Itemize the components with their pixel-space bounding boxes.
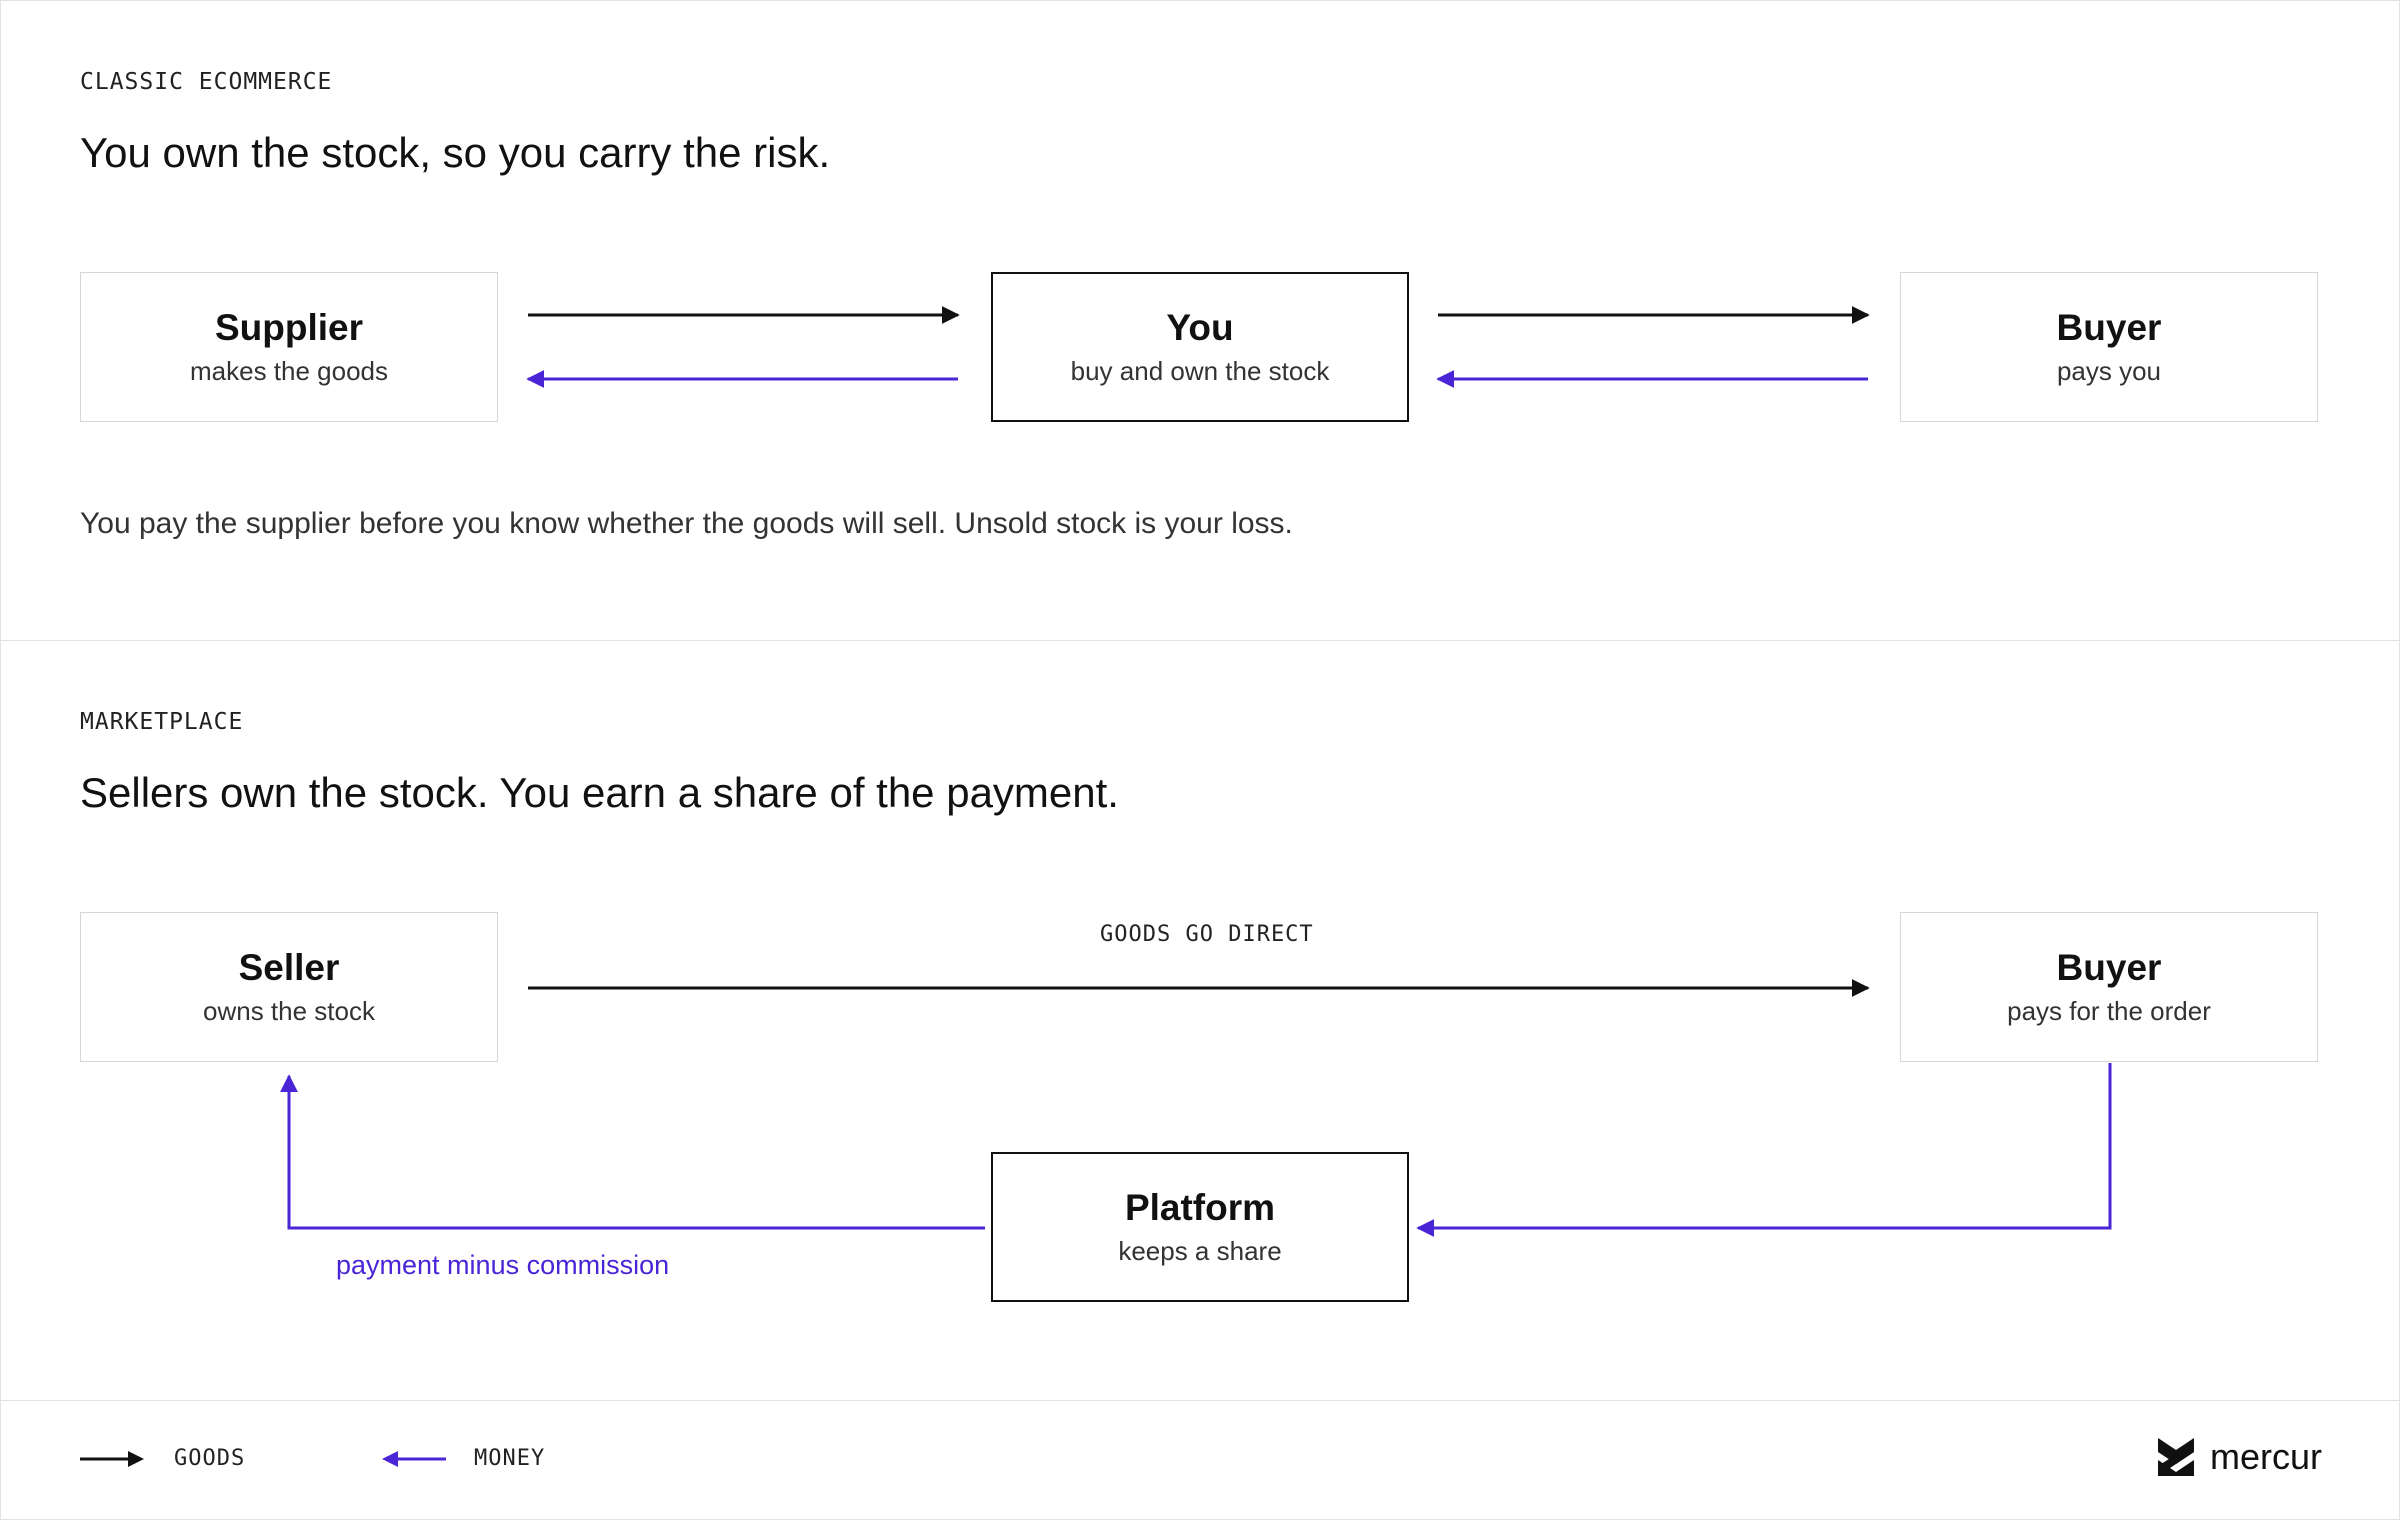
node-seller-title: Seller xyxy=(238,946,340,988)
node-classic-buyer: Buyer pays you xyxy=(1900,272,2318,422)
brand-logo: mercur xyxy=(2156,1436,2322,1478)
node-marketplace-buyer-subtitle: pays for the order xyxy=(2007,996,2211,1027)
legend-money: MONEY xyxy=(380,1446,545,1471)
money-arrow-icon xyxy=(382,1450,446,1467)
node-you-title: You xyxy=(1166,306,1234,348)
node-classic-buyer-title: Buyer xyxy=(2056,306,2162,348)
legend-goods-label: GOODS xyxy=(174,1446,246,1471)
node-you-subtitle: buy and own the stock xyxy=(1070,356,1330,387)
goods-direct-label: GOODS GO DIRECT xyxy=(1100,922,1314,947)
classic-note: You pay the supplier before you know whe… xyxy=(80,507,1293,540)
node-supplier: Supplier makes the goods xyxy=(80,272,498,422)
brand-name: mercur xyxy=(2209,1436,2322,1477)
node-you: You buy and own the stock xyxy=(991,272,1409,422)
node-classic-buyer-subtitle: pays you xyxy=(2056,356,2162,387)
classic-eyebrow: CLASSIC ECOMMERCE xyxy=(80,69,333,95)
marketplace-eyebrow: MARKETPLACE xyxy=(80,709,244,735)
payment-minus-commission-label: payment minus commission xyxy=(336,1250,670,1280)
arrow-money-platform-to-seller xyxy=(280,1074,985,1230)
classic-heading: You own the stock, so you carry the risk… xyxy=(80,129,831,176)
arrow-money-buyer-to-platform xyxy=(1416,1063,2112,1237)
node-supplier-subtitle: makes the goods xyxy=(189,356,388,387)
footer-divider xyxy=(1,1400,2399,1401)
legend-goods: GOODS xyxy=(80,1446,245,1471)
goods-arrow-icon xyxy=(80,1450,144,1467)
node-seller-subtitle: owns the stock xyxy=(203,996,375,1027)
node-supplier-title: Supplier xyxy=(214,306,364,348)
node-platform: Platform keeps a share xyxy=(991,1152,1409,1302)
mercur-logo-icon xyxy=(2157,1438,2194,1476)
marketplace-heading: Sellers own the stock. You earn a share … xyxy=(80,769,1119,816)
node-marketplace-buyer-title: Buyer xyxy=(2056,946,2162,988)
section-divider xyxy=(1,640,2399,641)
node-marketplace-buyer: Buyer pays for the order xyxy=(1900,912,2318,1062)
node-platform-title: Platform xyxy=(1124,1186,1276,1228)
node-seller: Seller owns the stock xyxy=(80,912,498,1062)
node-platform-subtitle: keeps a share xyxy=(1118,1236,1282,1267)
legend-money-label: MONEY xyxy=(474,1446,546,1471)
